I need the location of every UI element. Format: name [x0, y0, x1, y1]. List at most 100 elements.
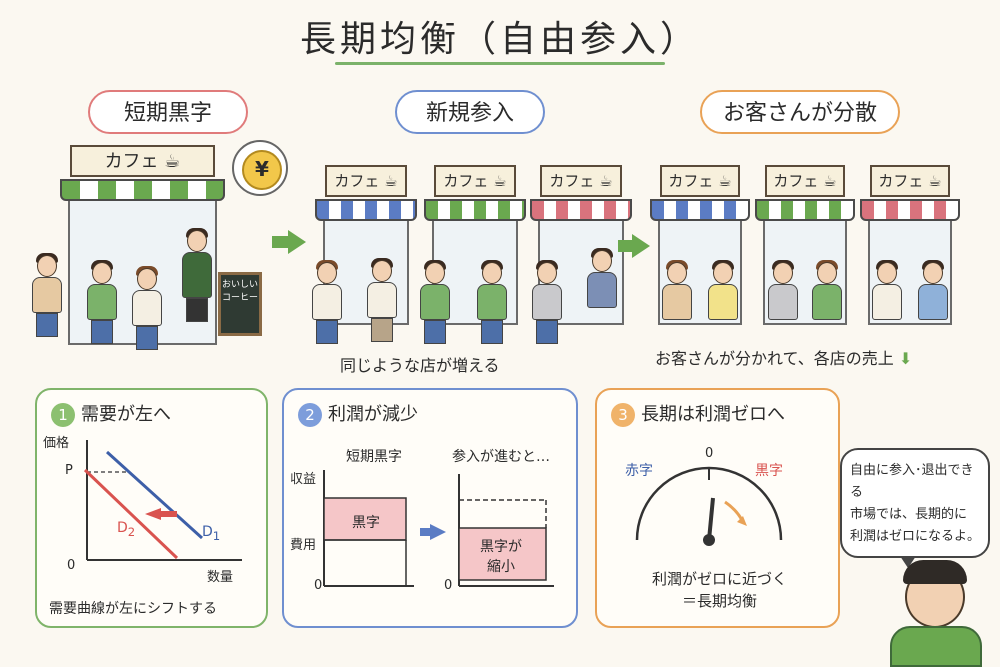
teacher-sweater: [890, 626, 982, 667]
seated-customer: [812, 260, 842, 322]
seated-customer: [918, 260, 948, 322]
thought-bubble: ¥: [232, 140, 288, 196]
short-run-label: 短期黒字: [346, 449, 402, 465]
x-axis-label: 数量: [207, 570, 234, 585]
shift-arrow-stem: [161, 511, 177, 517]
flow-arrow-1-head: [288, 230, 306, 254]
yen-coin-icon: ¥: [242, 150, 282, 190]
awning-red: [530, 199, 632, 221]
customer-figure: [530, 260, 564, 352]
compare-arrow-stem: [420, 528, 432, 536]
shop-sign: カフェ ☕: [434, 165, 516, 197]
speech-line-1: 自由に参入･退出できる: [850, 463, 974, 500]
shop-sign: カフェ ☕: [660, 165, 740, 197]
shop-sign: カフェ ☕: [870, 165, 950, 197]
panel-profit-decrease: 2 利潤が減少 短期黒字 参入が進むと… 収益 費用 0 0 黒字 黒字が縮小: [282, 388, 578, 628]
customer-figure: [310, 260, 344, 344]
origin-left: 0: [314, 578, 323, 593]
shop-sign: カフェ ☕: [765, 165, 845, 197]
flow-arrow-1: [272, 236, 290, 248]
stage-label-customer-dispersion: お客さんが分散: [700, 90, 900, 134]
panel1-number: 1: [51, 403, 75, 427]
panel1-caption: 需要曲線が左にシフトする: [49, 601, 217, 617]
profit-gauge: [635, 466, 783, 546]
panel1-title-text: 需要が左へ: [81, 404, 171, 425]
customer-figure: [475, 260, 509, 344]
awning-blue: [315, 199, 417, 221]
caption-entry: 同じような店が増える: [340, 356, 500, 375]
demand-curve-d2: [83, 468, 179, 560]
panel3-number: 3: [611, 403, 635, 427]
zero-label: 0: [705, 446, 714, 461]
flow-arrow-2-head: [632, 234, 650, 258]
awning-green: [755, 199, 855, 221]
profit-label: 黒字: [352, 515, 380, 531]
awning-blue: [650, 199, 750, 221]
origin-label: 0: [67, 558, 76, 573]
customer-figure: [365, 258, 399, 342]
stage-label-new-entry: 新規参入: [395, 90, 545, 134]
speech-line-3: 利潤はゼロになるよ。: [850, 529, 981, 544]
profit-shrink-label: 黒字が縮小: [480, 539, 522, 575]
caption-disperse-text: お客さんが分かれて、各店の売上: [655, 349, 894, 368]
panel2-title-text: 利潤が減少: [328, 404, 418, 425]
barista-figure: [180, 228, 214, 330]
price-label: P: [65, 463, 73, 478]
panel3-caption-1: 利潤がゼロに近づく: [651, 570, 787, 588]
menu-board: おいしいコーヒー: [218, 272, 262, 336]
panel3-title-text: 長期は利潤ゼロへ: [641, 404, 785, 425]
caption-disperse: お客さんが分かれて、各店の売上 ⬇: [655, 345, 912, 369]
panel3-caption-2: ＝長期均衡: [681, 592, 757, 610]
gain-label: 黒字: [755, 463, 783, 479]
awning-green: [424, 199, 526, 221]
panel1-title: 1 需要が左へ: [51, 400, 171, 427]
shop-window: [323, 221, 409, 325]
panel3-title: 3 長期は利潤ゼロへ: [611, 400, 785, 427]
y-axis-label: 価格: [43, 436, 70, 451]
compare-arrow-icon: [430, 524, 446, 540]
customer-figure: [85, 260, 119, 344]
entry-progress-label: 参入が進むと…: [452, 449, 550, 465]
cafe-shop-new-1: カフェ ☕: [315, 165, 417, 325]
d2-label: D2: [117, 520, 136, 539]
seated-customer: [768, 260, 798, 322]
speech-bubble: 自由に参入･退出できる 市場では、長期的に 利潤はゼロになるよ。: [840, 448, 990, 558]
gauge-trend-arrow-head: [737, 516, 747, 526]
seated-customer: [872, 260, 902, 322]
awning-red: [860, 199, 960, 221]
seated-customer: [662, 260, 692, 322]
origin-right: 0: [444, 578, 453, 593]
d1-label: D1: [202, 524, 221, 543]
teacher-hair: [903, 560, 967, 584]
panel2-title: 2 利潤が減少: [298, 400, 418, 427]
customer-figure: [30, 253, 64, 337]
title-underline: [335, 62, 665, 65]
shop-sign: カフェ ☕: [325, 165, 407, 197]
gauge-needle: [707, 497, 715, 541]
shop-sign: カフェ ☕: [70, 145, 215, 177]
demand-chart: [83, 440, 242, 561]
revenue-label: 収益: [290, 472, 317, 487]
profit-box-large: [323, 497, 407, 541]
panel-long-run-zero: 3 長期は利潤ゼロへ 赤字 黒字 0 利潤がゼロに近づく ＝長期均衡: [595, 388, 840, 628]
panel-demand-shift: 1 需要が左へ 価格 P 0 数量 D1 D2 需要曲線が左にシフトする: [35, 388, 268, 628]
awning-green: [60, 179, 225, 201]
gauge-pivot: [703, 534, 715, 546]
stage-label-short-run-profit: 短期黒字: [88, 90, 248, 134]
shop-sign: カフェ ☕: [540, 165, 622, 197]
customer-figure: [585, 248, 619, 320]
profit-box-small: [458, 527, 547, 581]
seated-customer: [708, 260, 738, 322]
flow-arrow-2: [618, 240, 634, 252]
loss-label: 赤字: [625, 463, 653, 479]
speech-line-2: 市場では、長期的に: [850, 507, 968, 522]
cost-label: 費用: [290, 538, 317, 553]
shift-arrow-icon: [145, 508, 161, 520]
customer-figure: [130, 266, 164, 350]
down-arrow-icon: ⬇: [898, 349, 913, 368]
demand-curve-d1: [105, 450, 204, 540]
page-title: 長期均衡（自由参入）: [299, 19, 700, 60]
panel2-number: 2: [298, 403, 322, 427]
customer-figure: [418, 260, 452, 344]
profit-chart: [323, 470, 554, 587]
